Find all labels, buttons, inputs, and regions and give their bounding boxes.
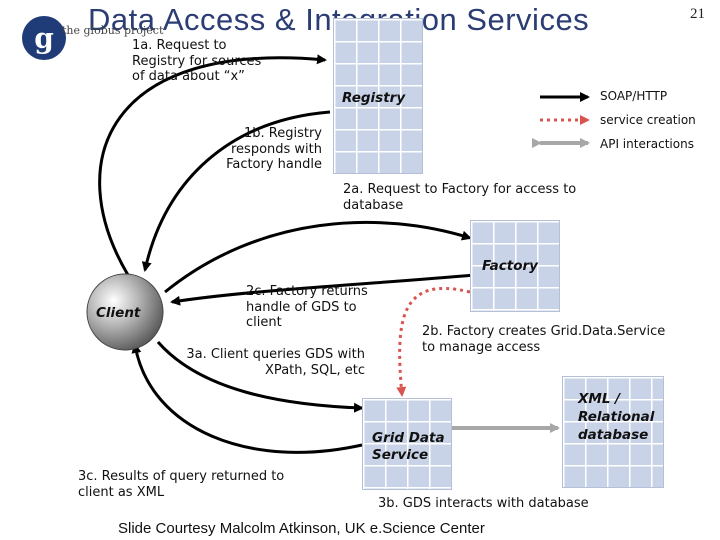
step-2c-label: 2c. Factory returns handle of GDS to cli… (246, 284, 368, 330)
arrow-1a (98, 54, 327, 276)
page-number: 21 (690, 6, 705, 22)
step-3b-label: 3b. GDS interacts with database (378, 496, 589, 511)
footer-credit: Slide Courtesy Malcolm Atkinson, UK e.Sc… (118, 520, 485, 537)
gds-label: Grid Data Service (372, 430, 445, 463)
factory-label: Factory (482, 258, 538, 274)
client-label: Client (96, 305, 141, 321)
legend-service-label: service creation (600, 113, 696, 127)
factory-box (470, 220, 560, 312)
step-2a-label: 2a. Request to Factory for access to dat… (343, 182, 577, 213)
step-3a-label: 3a. Client queries GDS with XPath, SQL, … (186, 347, 365, 378)
step-1a-label: 1a. Request to Registry for sources of d… (132, 38, 262, 84)
svg-text:g: g (34, 22, 54, 55)
arrow-2c (170, 273, 476, 306)
globus-logo-icon (22, 16, 66, 60)
arrow-2a (164, 220, 472, 294)
arrow-3c (131, 343, 363, 454)
client-sphere (86, 273, 164, 351)
logo-text: the globus project (62, 24, 164, 37)
legend-api-label: API interactions (600, 137, 694, 151)
database-label: XML / Relational database (578, 391, 655, 443)
database-box (562, 376, 664, 488)
arrow-1b (141, 110, 331, 272)
gds-box (362, 398, 452, 490)
arrow-3a (156, 341, 364, 413)
step-3c-label: 3c. Results of query returned to client … (78, 469, 285, 500)
arrow-2b (396, 286, 471, 397)
registry-label: Registry (342, 90, 406, 106)
registry-box (333, 18, 423, 174)
legend-soap-label: SOAP/HTTP (600, 89, 668, 103)
step-2b-label: 2b. Factory creates Grid.Data.Service to… (422, 324, 666, 355)
step-1b-label: 1b. Registry responds with Factory handl… (226, 126, 322, 172)
